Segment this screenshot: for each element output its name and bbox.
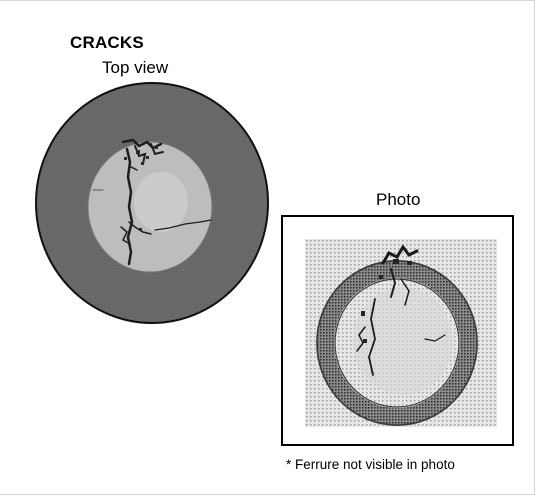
center-spot <box>134 172 188 232</box>
photo-label: Photo <box>376 190 420 210</box>
top-view-label: Top view <box>102 58 168 78</box>
top-view-diagram <box>35 82 271 326</box>
crack-photo <box>305 239 497 427</box>
photo-frame <box>281 215 514 446</box>
footnote: * Ferrure not visible in photo <box>286 457 455 472</box>
figure-title: CRACKS <box>70 33 144 53</box>
